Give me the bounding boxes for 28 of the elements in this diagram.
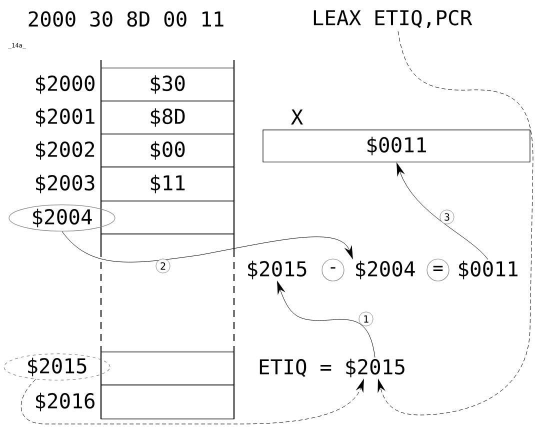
step-number: 2	[156, 258, 170, 274]
memory-cell: $30	[100, 68, 234, 102]
memory-cell: $8D	[100, 100, 234, 134]
hex-dump: 2000 30 8D 00 11	[28, 11, 224, 27]
step-number: 3	[440, 210, 454, 224]
arrow	[20, 379, 364, 424]
memory-cell	[100, 384, 234, 420]
step-number: 1	[358, 312, 374, 326]
memory-cell: $00	[100, 134, 234, 168]
formula-term: $0011	[459, 260, 518, 280]
formula-term: $2004	[356, 260, 415, 280]
formula-term: $2015	[248, 260, 306, 280]
memory-cell: $11	[100, 166, 234, 202]
memory-cell	[100, 200, 234, 234]
instruction-text: LEAX ETIQ,PCR	[314, 10, 472, 28]
address-label: $2001	[36, 108, 94, 127]
address-label: $2000	[36, 75, 94, 94]
address-label: $2002	[36, 141, 94, 160]
arrow	[62, 231, 353, 262]
address-label: $2003	[36, 174, 94, 194]
register-name: X	[291, 110, 303, 124]
label-equation: ETIQ = $2015	[260, 358, 404, 378]
register-box: $0011	[262, 130, 530, 162]
arrow	[396, 162, 488, 260]
arrow	[277, 281, 376, 358]
address-label: $2016	[36, 392, 94, 412]
arrow	[378, 30, 534, 416]
memory-cell	[100, 352, 234, 386]
